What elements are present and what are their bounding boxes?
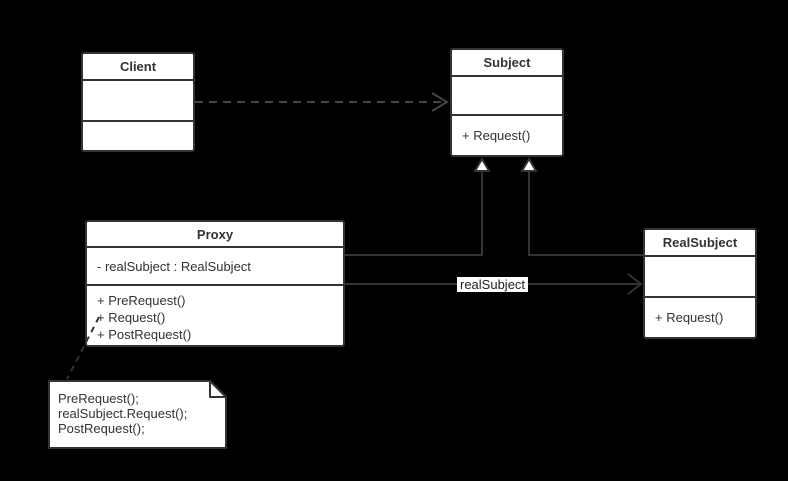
class-title-subject: Subject — [452, 50, 562, 77]
note-line-1: PreRequest(); — [58, 391, 139, 406]
proxy-method-request: + Request() — [97, 309, 166, 325]
note-fold-corner — [209, 380, 227, 398]
subject-attributes-compartment — [452, 77, 562, 116]
class-title-realsubject: RealSubject — [645, 230, 755, 257]
note-line-3: PostRequest(); — [58, 421, 145, 436]
code-note-text: PreRequest(); realSubject.Request(); Pos… — [58, 391, 187, 436]
proxy-attribute-realsubject: - realSubject : RealSubject — [97, 258, 251, 274]
realsubject-attributes-compartment — [645, 257, 755, 298]
proxy-method-prerequest: + PreRequest() — [97, 292, 186, 308]
client-methods-compartment — [83, 122, 193, 150]
proxy-method-postrequest: + PostRequest() — [97, 326, 192, 342]
association-open-arrowhead — [627, 273, 643, 295]
class-box-client[interactable]: Client — [81, 52, 195, 152]
class-box-proxy[interactable]: Proxy - realSubject : RealSubject + PreR… — [85, 220, 345, 347]
class-box-realsubject[interactable]: RealSubject + Request() — [643, 228, 757, 339]
proxy-methods-compartment: + PreRequest() + Request() + PostRequest… — [87, 286, 343, 345]
class-box-subject[interactable]: Subject + Request() — [450, 48, 564, 157]
proxy-attributes-compartment: - realSubject : RealSubject — [87, 248, 343, 286]
dependency-open-arrowhead — [431, 92, 449, 112]
realsubject-methods-compartment: + Request() — [645, 298, 755, 337]
generalization-edge-realsubject-to-subject — [528, 172, 644, 256]
subject-method-request: + Request() — [462, 128, 531, 143]
subject-methods-compartment: + Request() — [452, 116, 562, 155]
class-title-proxy: Proxy — [87, 222, 343, 248]
class-title-client: Client — [83, 54, 193, 81]
association-label: realSubject — [457, 277, 529, 292]
generalization-triangle-proxy — [473, 157, 491, 172]
client-attributes-compartment — [83, 81, 193, 122]
generalization-triangle-realsubject — [520, 157, 538, 172]
note-line-2: realSubject.Request(); — [58, 406, 188, 421]
realsubject-method-request: + Request() — [655, 310, 724, 325]
generalization-edge-proxy-to-subject — [345, 172, 483, 256]
